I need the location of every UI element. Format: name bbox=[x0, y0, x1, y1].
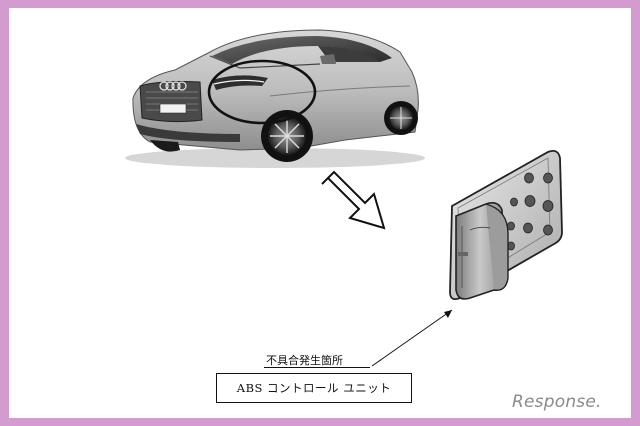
abs-control-unit-illustration bbox=[449, 149, 563, 301]
pointer-arrow-icon bbox=[321, 170, 386, 230]
response-watermark: Response. bbox=[512, 392, 602, 412]
leader-line bbox=[371, 309, 453, 367]
headlight-highlight-ellipse bbox=[207, 59, 317, 125]
car-illustration bbox=[125, 29, 425, 168]
defect-location-caption: 不具合発生箇所 bbox=[266, 354, 343, 367]
caption-underline bbox=[264, 367, 370, 368]
part-label-box: ABS コントロール ユニット bbox=[216, 373, 412, 403]
